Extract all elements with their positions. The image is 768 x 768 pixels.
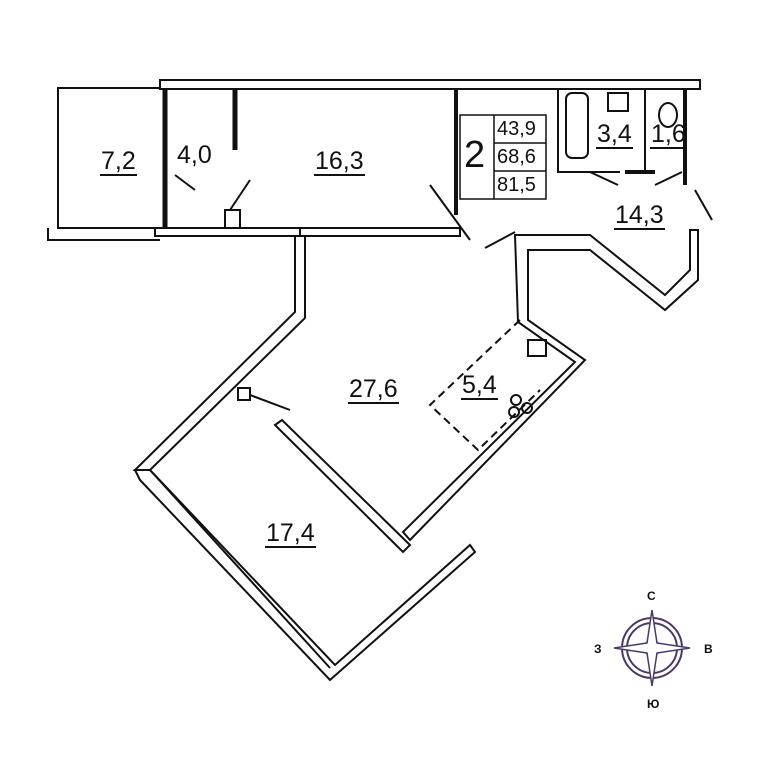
living-area: 43,9	[497, 118, 536, 140]
compass-north: С	[647, 589, 656, 603]
room-area-living: 27,6	[348, 375, 399, 404]
compass-east: В	[704, 642, 713, 656]
compass-west: З	[594, 642, 602, 656]
room-area-balcony: 7,2	[100, 147, 137, 176]
compass-icon	[613, 609, 691, 687]
room-area-toilet: 1,6	[650, 120, 687, 149]
total-area-with-balcony: 81,5	[497, 174, 536, 196]
compass-south: Ю	[647, 697, 660, 711]
total-area: 68,6	[497, 146, 536, 168]
room-area-kitchen: 5,4	[461, 371, 498, 400]
room-area-wardrobe: 4,0	[177, 141, 212, 169]
room-area-bathroom: 3,4	[596, 120, 633, 149]
room-area-hall: 14,3	[614, 201, 665, 230]
room-area-room: 17,4	[265, 519, 316, 548]
room-area-bedroom: 16,3	[314, 147, 365, 176]
rooms-count: 2	[464, 134, 486, 176]
